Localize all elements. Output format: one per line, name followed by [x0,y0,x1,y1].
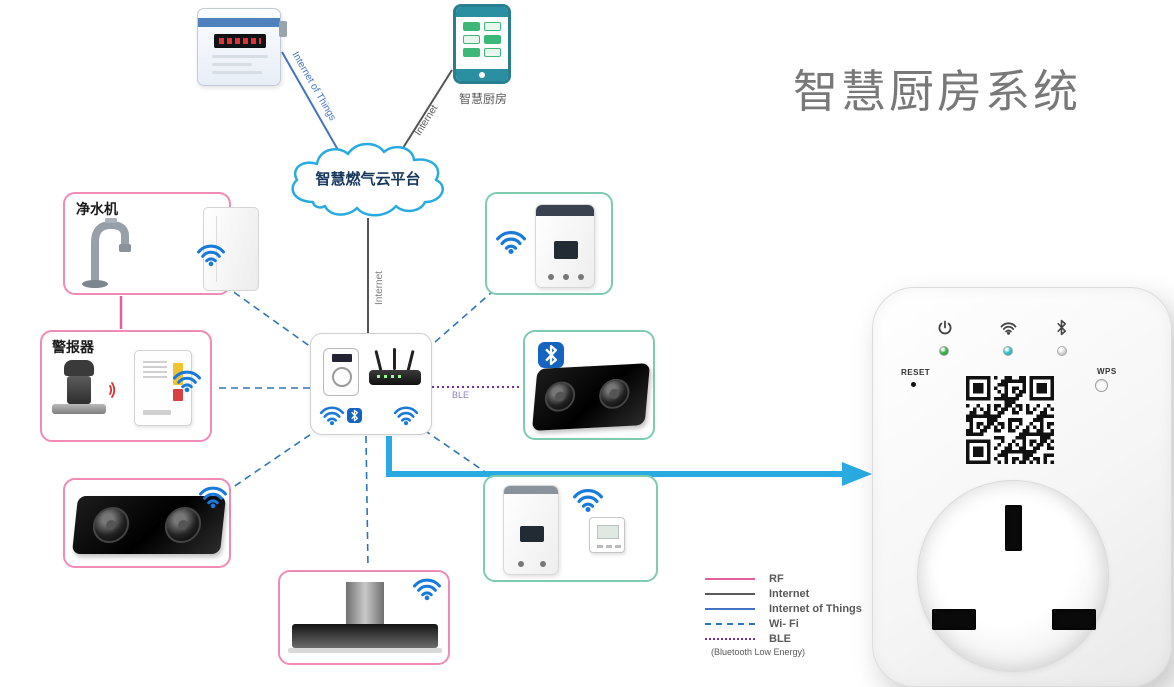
gas-meter-digits [219,38,261,44]
legend-ble-note: (Bluetooth Low Energy) [711,647,806,657]
plug-arrow-line [386,436,844,477]
reset-button [911,382,916,387]
thermostat-image [589,517,625,553]
alarm-box [40,330,212,442]
wifi-link-stove-left [225,427,321,493]
power-led [939,346,949,356]
faucet-image [82,218,131,288]
water-heater-image [535,204,595,288]
legend-item-ble: BLE [705,631,862,646]
wifi-icon [413,578,441,601]
wifi-link-heater-top [425,291,493,351]
ble-line-swatch [705,637,755,640]
phone-caption: 智慧厨房 [458,92,507,106]
alarm-label: 警报器 [52,339,94,355]
gateway-node-box [310,333,432,435]
wps-button [1095,379,1108,392]
wifi-icon [197,244,225,267]
iot-link-line [281,51,339,151]
bluetooth-icon [538,342,564,368]
phone-footer [456,69,508,81]
rf-signal-icon [109,382,116,398]
gas-meter-image [197,8,287,86]
gas-meter-pipe [279,21,287,37]
range-hood-box [278,570,450,665]
cloud-shape [291,142,444,217]
legend: RF Internet Internet of Things Wi- Fi BL… [705,571,862,657]
socket-live-slot [932,609,976,630]
wifi-icon [573,489,603,513]
internet-router-line-label: Internet [374,271,385,305]
wifi-icon [319,406,345,426]
internet-line-swatch [705,592,755,595]
range-hood-image [346,582,384,626]
water-purifier-image [203,207,259,291]
legend-item-iot: Internet of Things [705,601,862,616]
smartphone-image [453,4,511,84]
wifi-line-swatch [705,622,755,625]
water-heater-top-box [485,192,613,295]
wps-label: WPS [1097,367,1117,376]
socket-face [917,480,1109,672]
router-antenna [393,348,396,370]
wifi-led [1003,346,1013,356]
router-antenna [406,349,415,373]
wifi-link-hood [365,435,369,569]
qr-code [966,376,1054,464]
page-title: 智慧厨房系统 [793,66,1082,117]
wifi-icon [496,231,526,255]
smart-plug-mini-image [323,348,359,396]
legend-item-wifi: Wi- Fi [705,616,862,631]
wifi-icon [173,370,201,393]
smart-plug-product-image: RESET WPS [872,287,1172,687]
reset-label: RESET [901,368,931,377]
internet-phone-link-line [402,69,453,149]
bluetooth-icon [1057,319,1067,336]
wifi-icon [393,406,419,426]
cloud-platform-label: 智慧燃气云平台 [315,171,421,188]
bluetooth-icon [347,408,362,423]
wifi-icon [1000,322,1017,335]
bluetooth-stove-image [531,363,651,431]
phone-app-grid [456,17,508,62]
legend-item-internet: Internet [705,586,862,601]
water-purifier-box [63,192,259,295]
water-heater-bottom-box [483,475,658,582]
socket-neutral-slot [1052,609,1096,630]
gas-meter-band [198,18,280,27]
bluetooth-led [1057,346,1067,356]
wifi-link-purifier [227,287,319,353]
ble-line-label: BLE [452,390,470,400]
water-heater-image [503,485,559,575]
wifi-icon [199,486,227,509]
router-antenna [374,349,383,373]
water-purifier-label: 净水机 [76,201,118,217]
rf-line-swatch [705,577,755,580]
plug-arrow-head [842,462,872,486]
legend-item-rf: RF [705,571,862,586]
phone-header [456,7,508,17]
power-icon [938,320,952,335]
iot-line-swatch [705,607,755,610]
gas-valve-image [64,360,94,376]
router-image [369,370,421,385]
socket-earth-slot [1005,505,1022,551]
